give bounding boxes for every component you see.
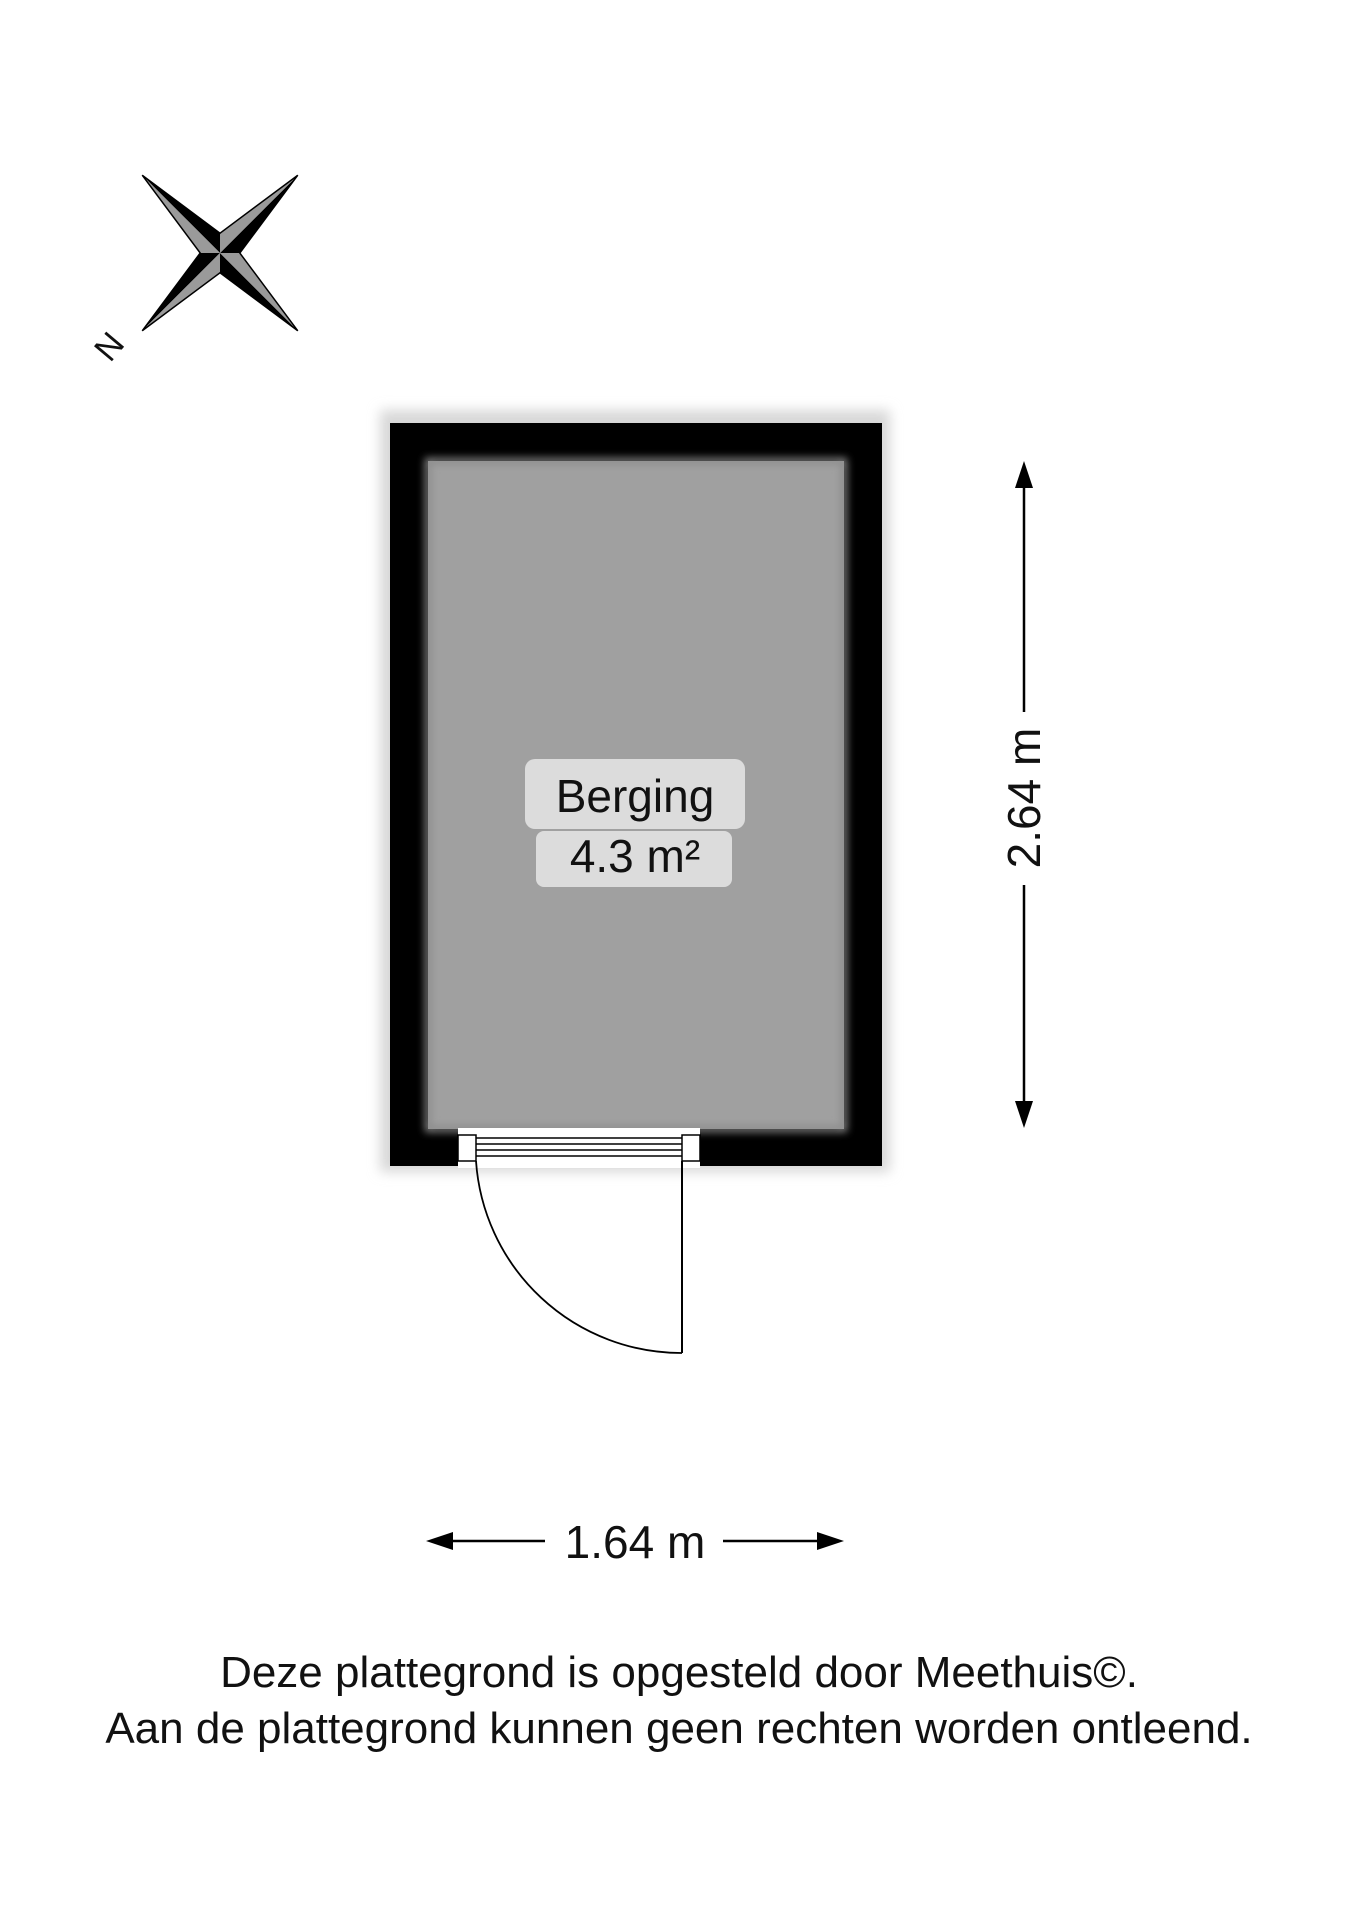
- door-opening: [458, 1128, 700, 1168]
- compass-point-north-light: [220, 253, 298, 331]
- room-name-label-bg: [525, 759, 745, 829]
- footer-disclaimer-line-1: Deze plattegrond is opgesteld door Meeth…: [220, 1648, 1138, 1697]
- door-frame-left: [457, 1134, 477, 1162]
- height-arrow-up: [1015, 461, 1033, 488]
- door-swing-arc: [475, 1160, 683, 1354]
- compass-point-west-dark: [142, 253, 220, 331]
- width-dimension-label: 1.64 m: [565, 1516, 706, 1568]
- compass-north-label: N: [87, 325, 132, 368]
- compass-rose-icon: [141, 174, 299, 332]
- width-arrow-left: [426, 1532, 453, 1550]
- room-name: Berging: [556, 770, 715, 822]
- door-frame-right: [681, 1134, 701, 1162]
- compass-point-west-light: [142, 253, 220, 331]
- compass-outline: [141, 174, 299, 332]
- height-arrow-down: [1015, 1101, 1033, 1128]
- compass-point-south-light: [142, 175, 220, 253]
- room-area: 4.3 m²: [570, 830, 700, 882]
- height-dimension-label: 2.64 m: [998, 728, 1050, 869]
- room-area-label-bg: [536, 831, 732, 887]
- compass-point-south-dark: [142, 175, 220, 253]
- footer-disclaimer-line-2: Aan de plattegrond kunnen geen rechten w…: [105, 1704, 1253, 1753]
- compass-point-east-light: [220, 175, 298, 253]
- width-arrow-right: [817, 1532, 844, 1550]
- compass-point-north-dark: [220, 253, 298, 331]
- compass-point-east-dark: [220, 175, 298, 253]
